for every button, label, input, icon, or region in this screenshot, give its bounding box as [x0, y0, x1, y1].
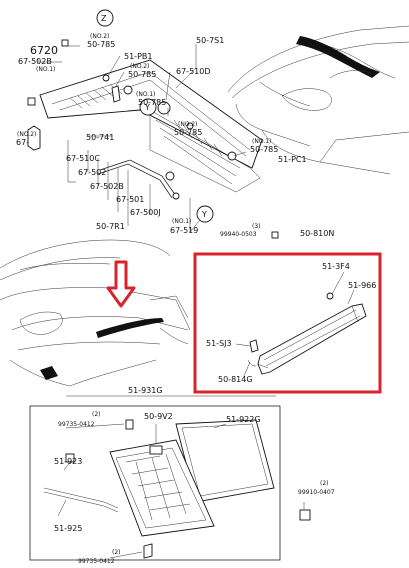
screw-99735-a-icon — [125, 419, 134, 430]
strip-51925-icon — [43, 487, 119, 509]
label-513F4: 51-3F4 — [322, 262, 350, 271]
ref-y-circle-1: Y — [139, 98, 157, 116]
label-no1-c: (NO.1) — [136, 91, 155, 98]
nut-513F4-icon — [326, 292, 334, 300]
label-qty2-c: (2) — [112, 549, 121, 556]
label-51SJ3: 51-SJ3 — [206, 339, 232, 348]
label-no1-e: (NO.1) — [252, 138, 271, 145]
label-50785-d: 50-785 — [174, 128, 202, 137]
leader-lines-top — [37, 44, 247, 233]
label-51922G: 51-922G — [226, 415, 261, 424]
screw-99735-c-icon — [143, 543, 153, 559]
ref-z-letter: Z — [101, 14, 107, 23]
label-no2-d: (NO.2) — [178, 121, 197, 128]
clip-509V2-icon — [149, 445, 163, 455]
label-no2-b: (NO.2) — [130, 63, 149, 70]
label-no1-a: (NO.1) — [36, 66, 55, 73]
label-67510D: 67-510D — [176, 67, 211, 76]
label-51966: 51-966 — [348, 281, 376, 290]
label-67502B-2: 67-502B — [90, 182, 124, 191]
wire-50814G-icon — [247, 359, 257, 367]
car-front-sketch — [227, 25, 409, 175]
ref-z-circle: Z — [96, 9, 114, 27]
vent-grille-part — [43, 419, 311, 559]
car-rear-sketch — [0, 239, 191, 387]
label-qty2-b: (2) — [320, 480, 329, 487]
leader-lines-bottom — [57, 423, 305, 559]
label-51931G: 51-931G — [128, 386, 163, 395]
label-507S1: 50-7S1 — [196, 36, 224, 45]
label-99735-c: 99735-0412 — [78, 558, 115, 565]
label-507R1: 50-7R1 — [96, 222, 125, 231]
label-51925: 51-925 — [54, 524, 82, 533]
ref-y-circle-2: Y — [196, 205, 214, 223]
label-67502: 67-502 — [78, 168, 106, 177]
label-99735-a: 99735-0412 — [58, 421, 95, 428]
label-67502B: 67-502B — [18, 57, 52, 66]
clip-99940-icon — [271, 231, 279, 239]
label-no1-g: (NO.1) — [172, 218, 191, 225]
label-50785-e: 50-785 — [250, 145, 278, 154]
highlight-box — [193, 252, 382, 394]
label-6720: 6720 — [30, 44, 58, 57]
label-51PC1: 51-PC1 — [278, 155, 307, 164]
label-51923: 51-923 — [54, 457, 82, 466]
clip-99910-icon — [299, 509, 311, 521]
label-z-50785: 50-785 — [87, 40, 115, 49]
leader-lines-highlight — [235, 271, 355, 377]
label-50810N: 50-810N — [300, 229, 334, 238]
label-qty2-a: (2) — [92, 411, 101, 418]
label-50785-b: 50-785 — [128, 70, 156, 79]
label-50814G: 50-814G — [218, 375, 253, 384]
label-99910: 99910-0407 — [298, 489, 335, 496]
bolt-51SJ3-icon — [249, 339, 259, 353]
label-50785-c: 50-785 — [138, 98, 166, 107]
highlight-arrow — [106, 260, 136, 308]
label-509V2: 50-9V2 — [144, 412, 173, 421]
label-z-no2: (NO.2) — [90, 33, 109, 40]
bottom-frame — [29, 395, 281, 561]
label-67510C: 67-510C — [66, 154, 100, 163]
label-51PB1: 51-PB1 — [124, 52, 152, 61]
label-50741: 50-741 — [86, 133, 114, 142]
label-no2-f: (NO.2) — [17, 131, 36, 138]
label-67501: 67-501 — [116, 195, 144, 204]
ref-y-letter-1: Y — [144, 103, 150, 112]
label-67519: 67-519 — [170, 226, 198, 235]
label-67-f: 67- — [16, 138, 29, 147]
brake-light-part — [247, 292, 367, 375]
label-67500J: 67-500J — [130, 208, 161, 217]
ref-y-letter-2: Y — [201, 210, 207, 219]
label-qty3: (3) — [252, 223, 261, 230]
label-99940: 99940-0503 — [220, 231, 257, 238]
